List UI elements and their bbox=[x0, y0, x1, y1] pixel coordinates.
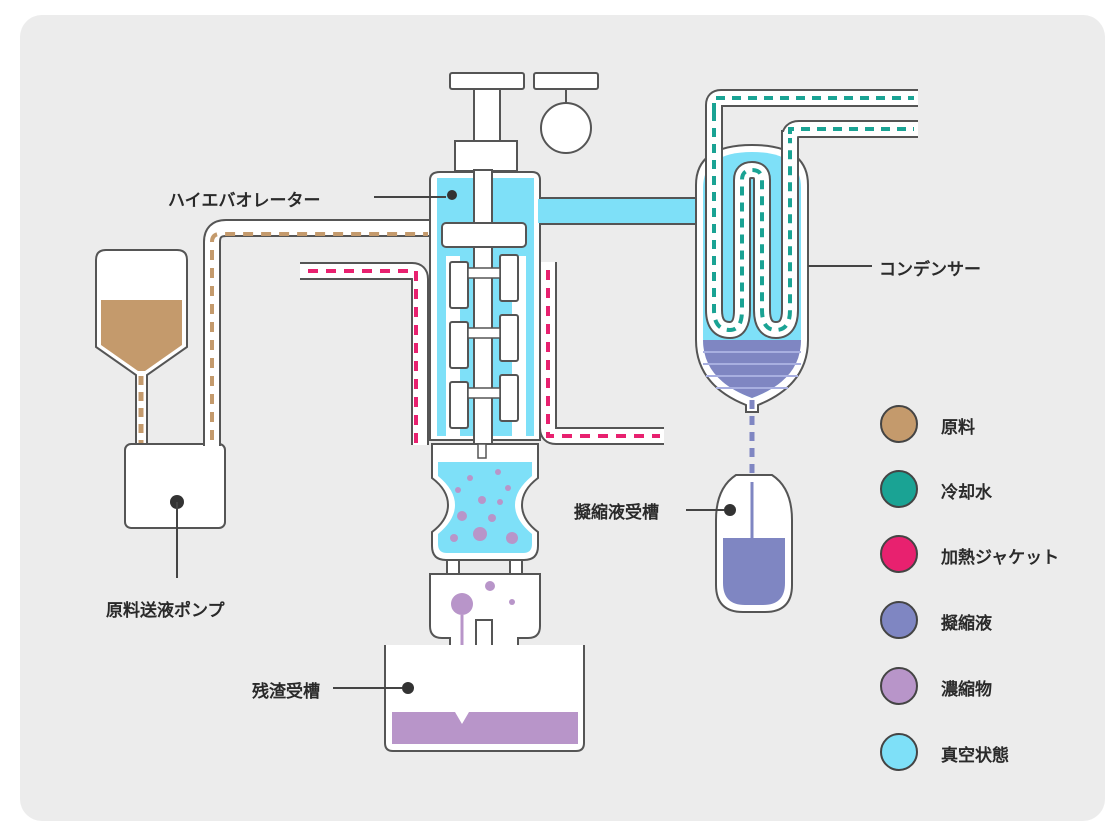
feed-pump-label: 原料送液ポンプ bbox=[106, 601, 225, 621]
background-panel bbox=[20, 15, 1105, 821]
legend-label-cooling: 冷却水 bbox=[941, 483, 992, 503]
legend-swatches bbox=[880, 405, 918, 771]
condensate-tank-label: 擬縮液受槽 bbox=[574, 503, 659, 523]
feed-hopper bbox=[95, 249, 188, 447]
condenser bbox=[695, 89, 918, 482]
feed-pump bbox=[124, 443, 226, 578]
feed-pipe bbox=[203, 219, 430, 446]
legend-label-heating: 加熱ジャケット bbox=[941, 548, 1060, 568]
legend-swatch-concentrate bbox=[880, 667, 918, 705]
legend-label-vacuum: 真空状態 bbox=[941, 746, 1009, 766]
heating-jacket-pipes bbox=[300, 262, 664, 445]
legend-label-condensate: 擬縮液 bbox=[941, 614, 992, 634]
legend-swatch-heating bbox=[880, 535, 918, 573]
condenser-label: コンデンサー bbox=[879, 260, 981, 280]
vapor-pipe bbox=[538, 196, 704, 225]
legend-label-raw: 原料 bbox=[941, 418, 975, 438]
legend-swatch-cooling bbox=[880, 470, 918, 508]
condensate-tank bbox=[686, 474, 793, 613]
evaporator bbox=[429, 72, 599, 561]
legend-swatch-raw bbox=[880, 405, 918, 443]
legend-swatch-vacuum bbox=[880, 733, 918, 771]
legend-label-concentrate: 濃縮物 bbox=[941, 680, 992, 700]
residue-tank bbox=[333, 645, 585, 752]
evaporator-label: ハイエバオレーター bbox=[168, 191, 321, 211]
legend-swatch-condensate bbox=[880, 601, 918, 639]
residue-tank-label: 残渣受槽 bbox=[252, 682, 320, 702]
